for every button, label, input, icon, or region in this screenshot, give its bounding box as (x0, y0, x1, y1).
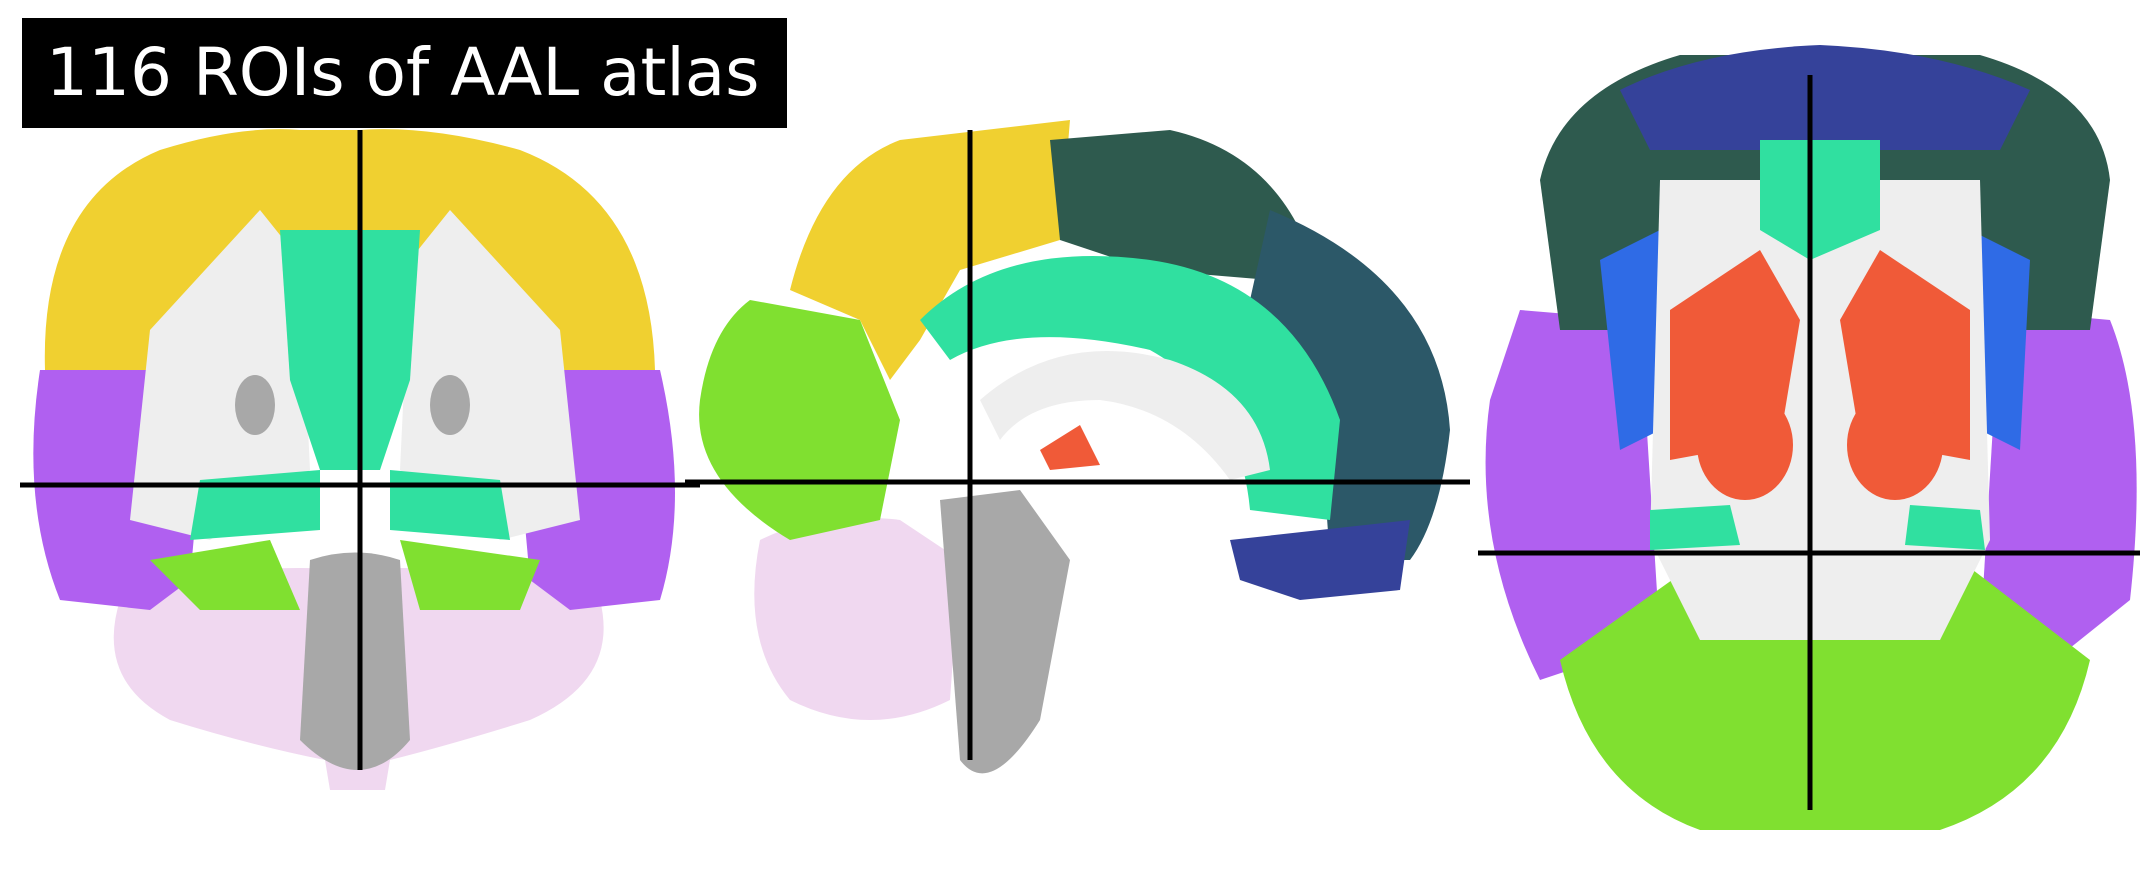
axial-cingulate-low-right (1905, 505, 1985, 550)
coronal-brainstem (300, 552, 410, 770)
coronal-occipital-right (400, 540, 540, 610)
axial-brain (1485, 45, 2137, 830)
coronal-view (20, 129, 700, 790)
axial-orbitofrontal (1620, 45, 2030, 150)
coronal-white-matter (130, 210, 310, 540)
coronal-cingulate-low-right (390, 470, 510, 540)
sagittal-cerebellum (754, 517, 960, 720)
axial-cingulate (1760, 140, 1880, 260)
sagittal-cingulate (920, 256, 1340, 520)
axial-view (1478, 45, 2140, 830)
sagittal-corpus-callosum (980, 351, 1270, 480)
coronal-cingulate (280, 230, 420, 470)
coronal-cingulate-low (190, 470, 320, 540)
sagittal-frontal-medial (1250, 210, 1450, 560)
axial-cingulate-low-left (1650, 505, 1740, 550)
coronal-ventricle-left (235, 375, 275, 435)
axial-crosshair (1478, 75, 2140, 810)
coronal-brain (33, 129, 675, 790)
axial-thalamus-left (1697, 390, 1793, 500)
coronal-occipital-left (150, 540, 300, 610)
coronal-white-matter-right (400, 210, 580, 540)
sagittal-brainstem (940, 490, 1070, 774)
sagittal-brain (699, 120, 1450, 774)
sagittal-parietal (790, 120, 1070, 380)
sagittal-crosshair (685, 130, 1470, 760)
sagittal-frontal-dark (1050, 130, 1300, 280)
sagittal-view (685, 120, 1470, 774)
axial-occipital (1560, 560, 2090, 830)
coronal-ventricle-right (430, 375, 470, 435)
sagittal-orbitofrontal (1230, 520, 1410, 600)
title-label: 116 ROIs of AAL atlas (22, 18, 787, 128)
title-text: 116 ROIs of AAL atlas (46, 34, 760, 111)
sagittal-thalamus (1040, 425, 1100, 470)
coronal-crosshair (20, 130, 700, 770)
axial-thalamus-right (1847, 390, 1943, 500)
